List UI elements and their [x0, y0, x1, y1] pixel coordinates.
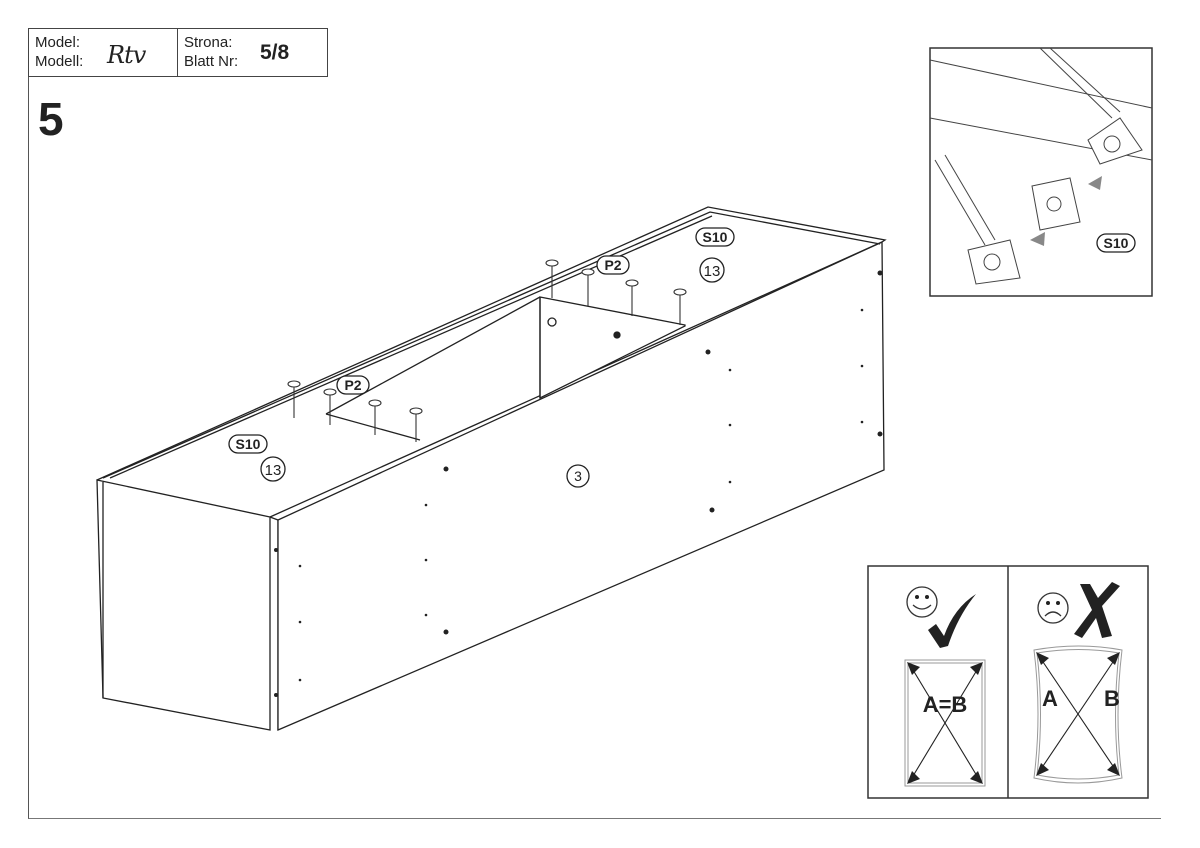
page-number: 5/8	[260, 41, 290, 64]
checkmark-icon	[928, 594, 976, 648]
holes	[274, 270, 883, 697]
page-frame	[28, 28, 1161, 819]
callout-p2-right	[596, 255, 630, 275]
callout-13-left	[260, 456, 286, 482]
label-13-right: 13	[704, 263, 721, 280]
label-s10-right: S10	[703, 229, 728, 245]
label-a-equals-b: A=B	[923, 692, 968, 717]
diagonal-check-panel: A=B A B	[867, 565, 1149, 799]
label-a: A	[1042, 686, 1058, 711]
cabinet	[96, 206, 887, 731]
label-13-left: 13	[265, 462, 282, 479]
left-end-panel	[96, 479, 271, 731]
model-cell: Model: Modell: Rtv	[29, 29, 178, 76]
page-cell: Strona: Blatt Nr: 5/8	[178, 29, 327, 76]
callout-s10-right	[695, 227, 735, 247]
callout-s10-left	[228, 434, 268, 454]
brand-logo: Rtv	[107, 41, 146, 69]
model-label-pl: Model:	[35, 34, 81, 51]
screws-p2	[287, 259, 687, 442]
label-s10-left: S10	[236, 436, 261, 452]
callout-3	[566, 464, 590, 488]
label-3: 3	[574, 468, 582, 484]
callout-13-right	[699, 257, 725, 283]
inset-s10-label: S10	[1104, 235, 1129, 251]
page-label-de: Blatt Nr:	[184, 53, 239, 70]
title-block: Model: Modell: Rtv Strona: Blatt Nr: 5/8	[28, 28, 328, 77]
label-b: B	[1104, 686, 1120, 711]
page-label-pl: Strona:	[184, 34, 233, 51]
label-p2-left: P2	[344, 377, 361, 393]
cross-icon	[1074, 582, 1120, 638]
callout-p2-left	[336, 375, 370, 395]
model-label-de: Modell:	[35, 53, 84, 70]
callouts	[228, 227, 735, 488]
sad-face-icon	[1037, 592, 1069, 624]
inset-s10-callout	[1096, 233, 1136, 253]
label-p2-right: P2	[604, 257, 621, 273]
step-number: 5	[38, 93, 64, 145]
smiley-icon	[906, 586, 938, 618]
detail-inset: S10	[929, 47, 1153, 297]
